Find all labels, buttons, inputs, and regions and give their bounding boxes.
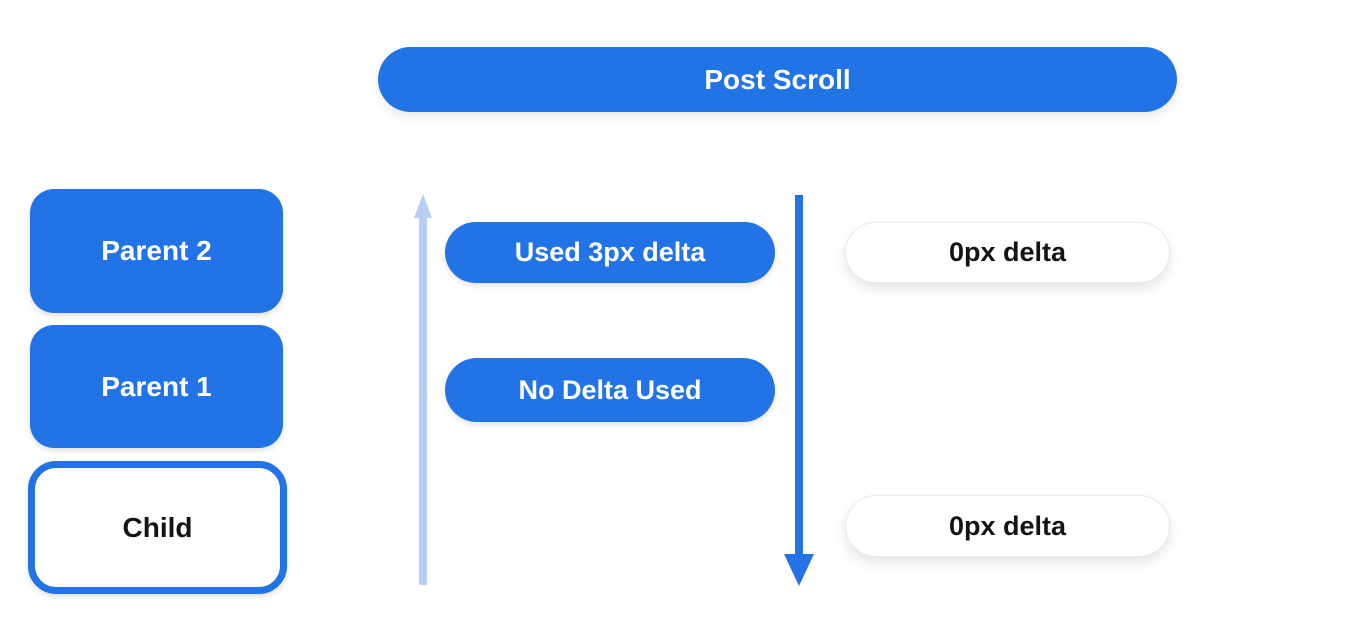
used-delta-pill: Used 3px delta	[445, 222, 775, 283]
parent1-box-label: Parent 1	[101, 370, 212, 402]
parent2-box-label: Parent 2	[101, 235, 212, 266]
no-delta-used-pill-label: No Delta Used	[518, 374, 702, 405]
no-delta-used-pill: No Delta Used	[445, 358, 775, 422]
post-scroll-banner-label: Post Scroll	[704, 63, 851, 95]
arrow-down-head	[784, 554, 814, 586]
child-box: Child	[28, 461, 287, 594]
arrow-up-icon	[414, 194, 432, 585]
arrow-down-icon	[784, 195, 814, 586]
arrow-up-shaft	[419, 218, 427, 585]
arrow-up-head	[414, 194, 432, 218]
zero-delta-pill-bottom: 0px delta	[845, 495, 1170, 557]
child-box-label: Child	[122, 511, 193, 543]
zero-delta-pill-top: 0px delta	[845, 222, 1170, 283]
arrow-down-shaft	[795, 195, 803, 554]
used-delta-pill-label: Used 3px delta	[514, 237, 706, 267]
parent2-box: Parent 2	[30, 189, 283, 313]
parent1-box: Parent 1	[30, 325, 283, 448]
zero-delta-pill-top-label: 0px delta	[948, 237, 1067, 267]
zero-delta-pill-bottom-label: 0px delta	[948, 510, 1067, 541]
post-scroll-banner: Post Scroll	[378, 47, 1177, 112]
